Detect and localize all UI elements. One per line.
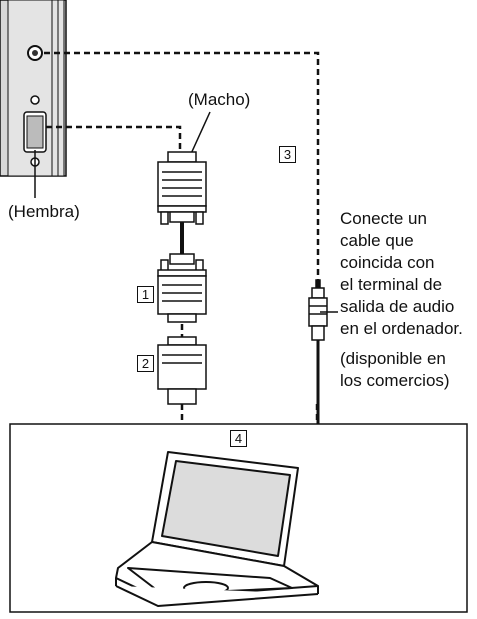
male-leader-line <box>189 111 211 157</box>
note-line: cable que <box>340 231 414 250</box>
availability-note: (disponible en los comercios) <box>340 348 450 392</box>
callout-2: 2 <box>137 355 154 372</box>
male-label: (Macho) <box>188 90 251 109</box>
note-line: salida de audio <box>340 297 455 316</box>
audio-cable-note: Conecte un cable que coincida con el ter… <box>340 208 463 340</box>
laptop-icon <box>115 451 319 607</box>
female-label: (Hembra) <box>8 202 80 221</box>
vga-adapter <box>157 336 207 405</box>
vga-cable-connector-lower <box>157 253 207 323</box>
note-line: el terminal de <box>340 275 443 294</box>
callout-1: 1 <box>137 286 154 303</box>
vga-cable-connector-upper <box>157 151 207 225</box>
screw-icon <box>30 95 40 105</box>
note-line: coincida con <box>340 253 435 272</box>
callout-3: 3 <box>279 146 296 163</box>
callout-4: 4 <box>230 430 247 447</box>
note-line: los comercios) <box>340 371 450 390</box>
note-line: Conecte un <box>340 209 427 228</box>
vga-port-icon <box>23 111 47 167</box>
note-line: en el ordenador. <box>340 319 463 338</box>
audio-jack-icon <box>27 45 43 61</box>
note-line: (disponible en <box>340 349 446 368</box>
